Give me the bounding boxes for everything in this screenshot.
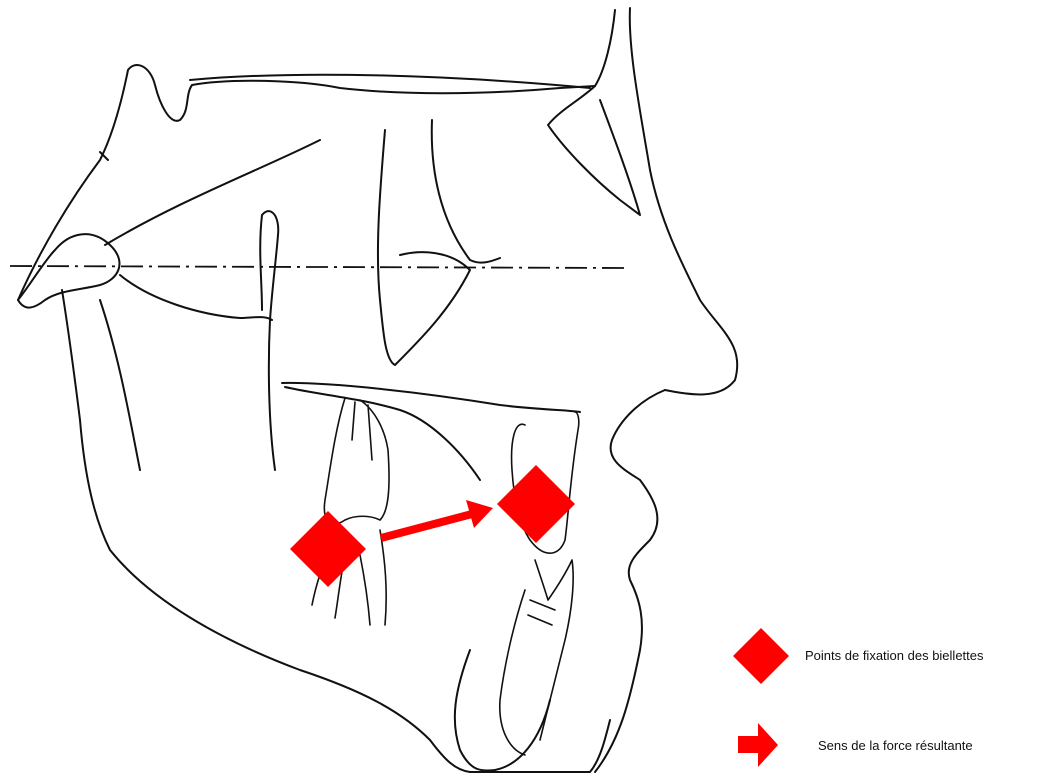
ramus-inner-line xyxy=(100,300,140,470)
reference-plane-line xyxy=(10,266,625,268)
maxilla-contour xyxy=(378,130,470,365)
force-direction-arrow xyxy=(381,500,493,538)
nasal-bone-outline xyxy=(595,8,737,394)
legend-label-force-direction: Sens de la force résultante xyxy=(818,738,973,753)
sphenoid-line xyxy=(105,140,320,245)
pterygomaxillary-line xyxy=(120,275,272,320)
orbit-line xyxy=(100,75,590,160)
fixation-point-diamond-left xyxy=(290,511,366,587)
symphysis-outline xyxy=(455,650,550,771)
palate-line xyxy=(282,383,580,480)
nasion-triangle xyxy=(548,86,640,215)
upper-molar xyxy=(324,398,389,524)
lower-incisor xyxy=(500,560,573,755)
legend-label-fixation-points: Points de fixation des biellettes xyxy=(805,648,984,663)
legend-diamond-symbol xyxy=(733,628,789,684)
pterygoid-plate xyxy=(260,211,278,470)
soft-tissue-profile xyxy=(595,390,665,772)
cranial-base-outline xyxy=(18,65,595,300)
maxillary-sinus-line xyxy=(432,120,500,263)
legend-arrow-symbol xyxy=(738,723,778,767)
fixation-point-diamond-right xyxy=(497,465,575,543)
